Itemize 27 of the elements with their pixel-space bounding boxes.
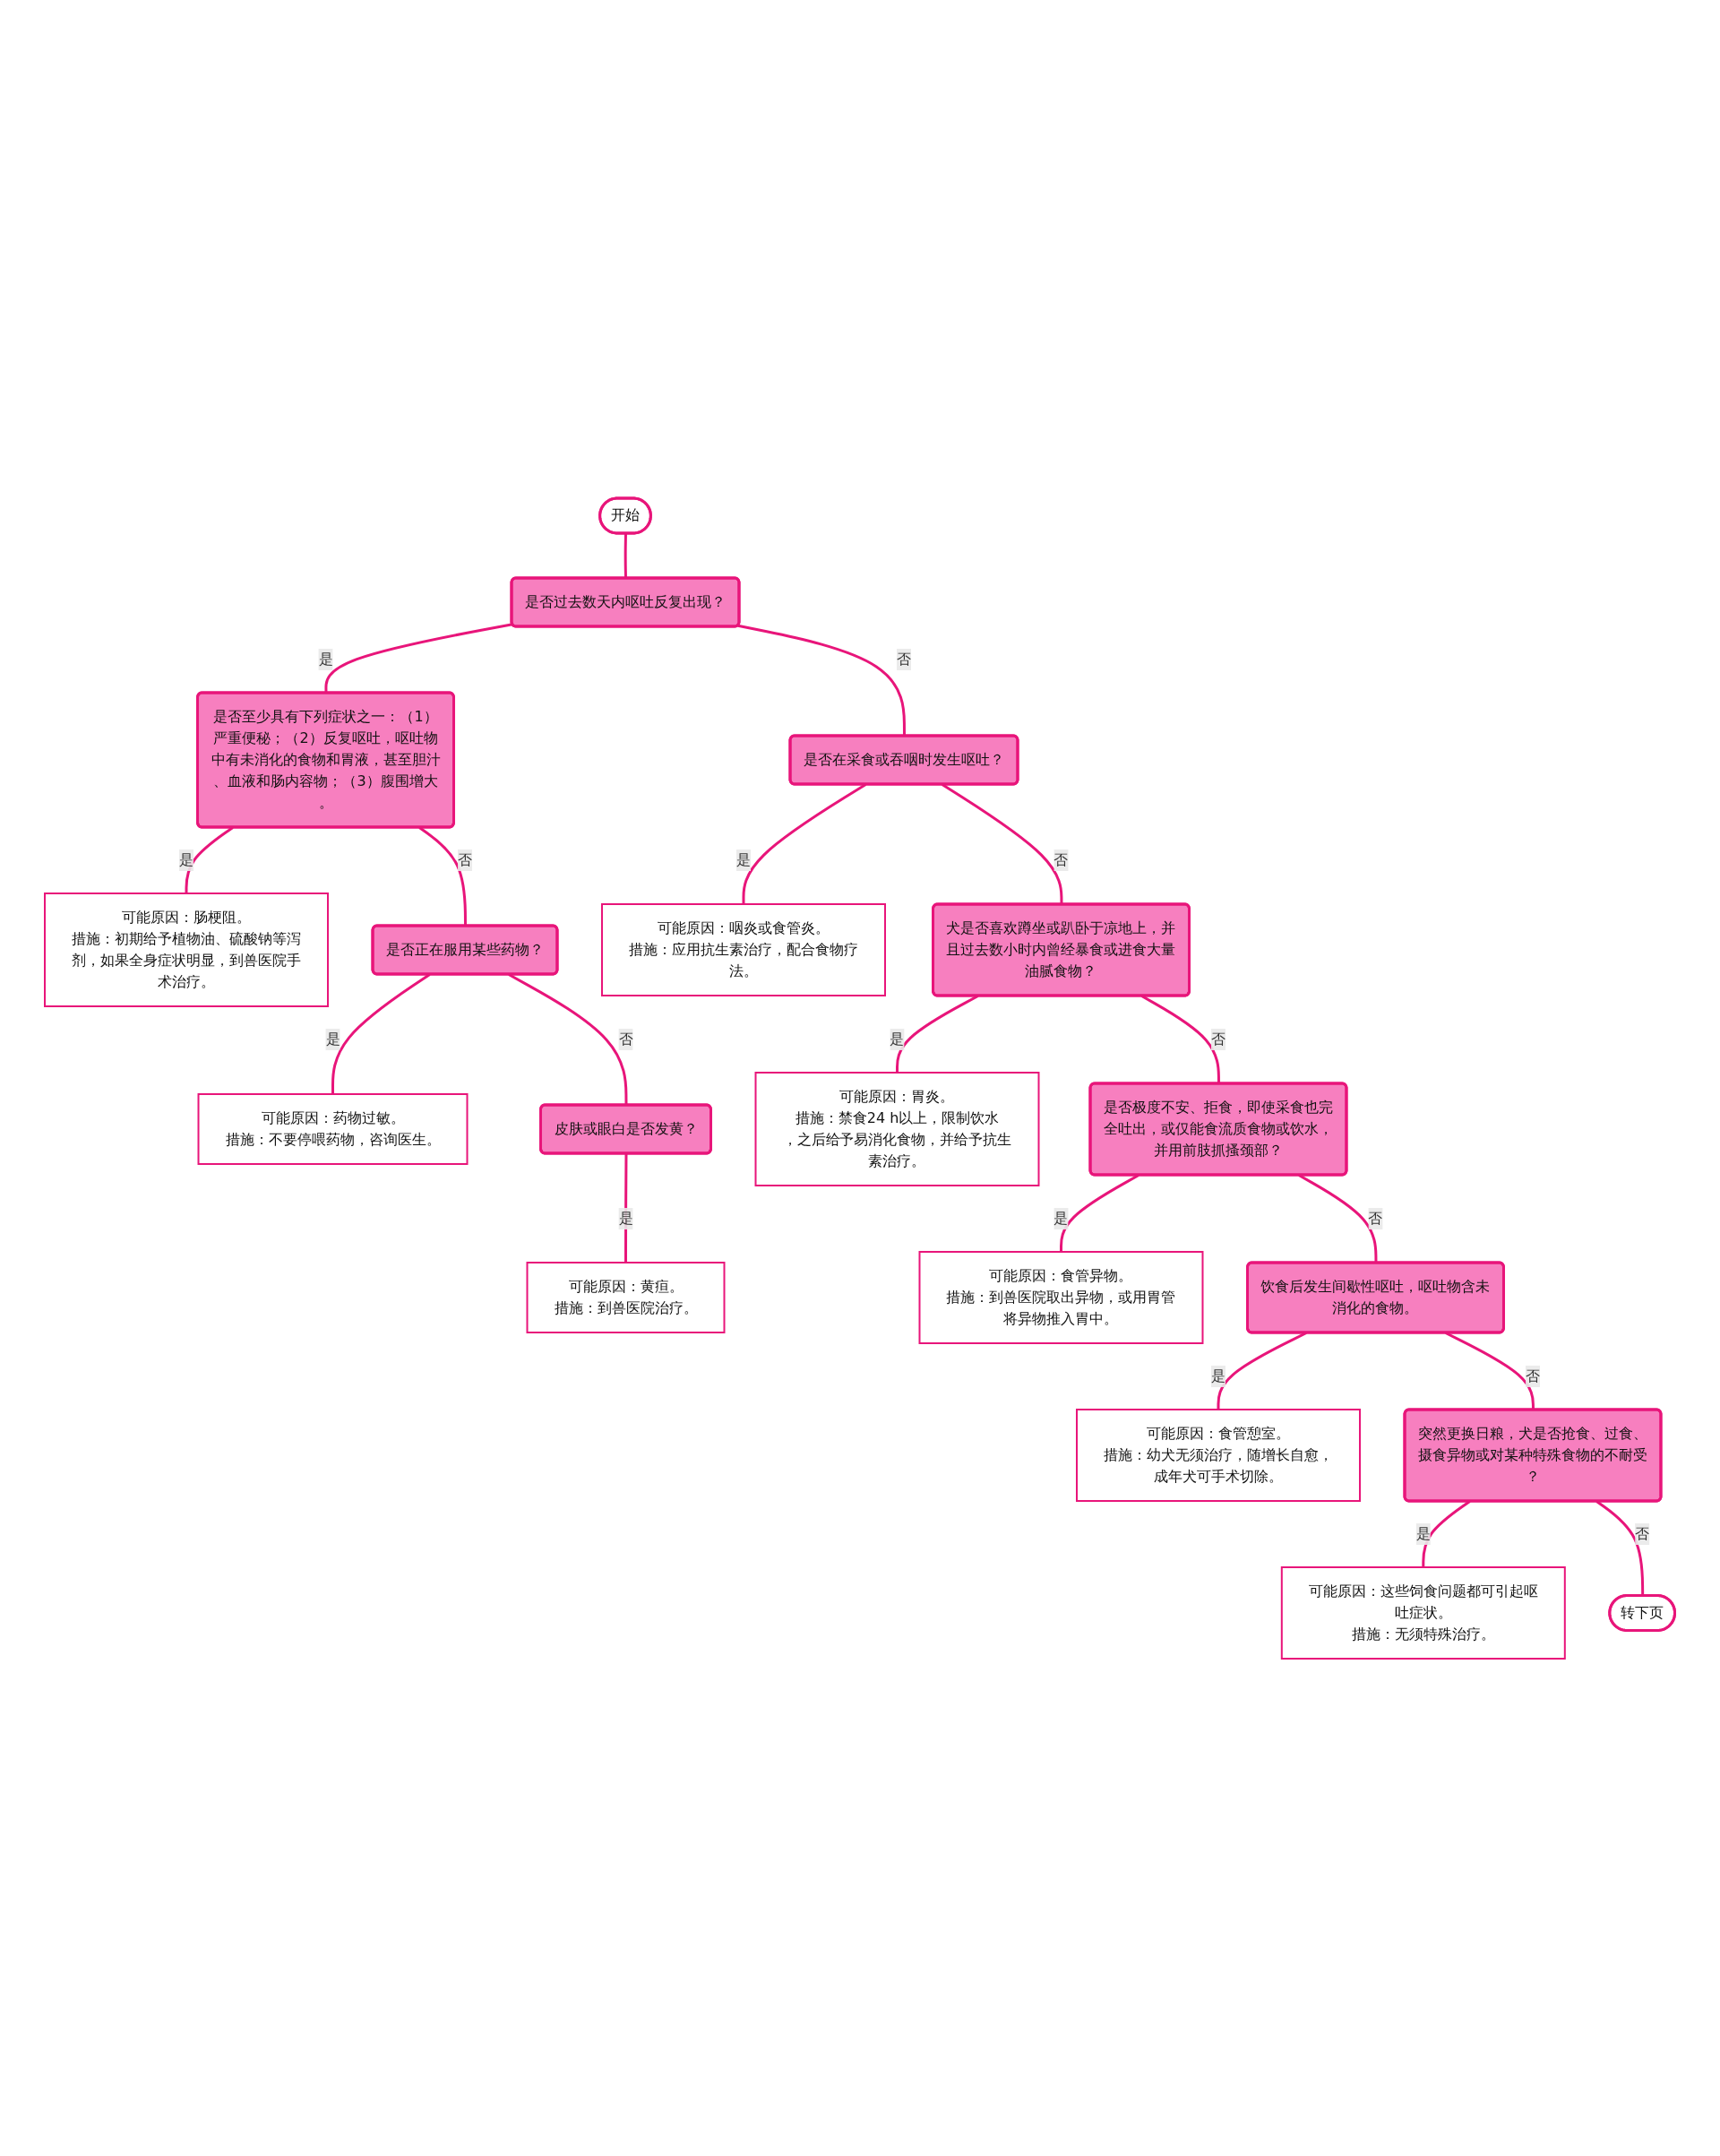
node-box: 可能原因：黄疸。 措施：到兽医院治疗。 bbox=[526, 1261, 726, 1333]
node-box: 可能原因：咽炎或食管炎。 措施：应用抗生素治疗，配合食物疗法。 bbox=[601, 902, 887, 996]
edge-label: 否 bbox=[1526, 1367, 1541, 1384]
edge-label: 是 bbox=[1054, 1209, 1069, 1227]
node-box: 可能原因：食管异物。 措施：到兽医院取出异物，或用胃管将异物推入胃中。 bbox=[918, 1250, 1204, 1344]
connector bbox=[624, 1152, 628, 1263]
node-box: 可能原因：药物过敏。 措施：不要停喂药物，咨询医生。 bbox=[197, 1092, 469, 1165]
node-box: 可能原因：胃炎。 措施：禁食24 h以上，限制饮水，之后给予易消化食物，并给予抗生素治疗。 bbox=[754, 1071, 1040, 1186]
node-box: 可能原因：这些饲食问题都可引起呕吐症状。 措施：无须特殊治疗。 bbox=[1281, 1565, 1567, 1660]
edge-label: 是 bbox=[1211, 1367, 1226, 1384]
edge-label: 是 bbox=[318, 650, 333, 668]
edge-label: 是 bbox=[1416, 1524, 1432, 1542]
edge-label: 否 bbox=[1054, 850, 1069, 868]
edge-label: 否 bbox=[1368, 1209, 1383, 1227]
edge-label: 是 bbox=[618, 1209, 633, 1227]
edge-label: 是 bbox=[325, 1030, 340, 1048]
node-box: 可能原因：肠梗阻。 措施：初期给予植物油、硫酸钠等泻剂，如果全身症状明显，到兽医院手术治疗。 bbox=[44, 892, 330, 1007]
edge-label: 否 bbox=[458, 850, 473, 868]
edge-label: 否 bbox=[1211, 1030, 1226, 1048]
edge-label: 是 bbox=[890, 1030, 905, 1048]
edge-label: 否 bbox=[897, 650, 912, 668]
edge-label: 否 bbox=[618, 1030, 633, 1048]
connector bbox=[737, 624, 907, 736]
edge-label: 否 bbox=[1635, 1524, 1650, 1542]
node-box: 可能原因：食管憩室。 措施：幼犬无须治疗，随增长自愈，成年犬可手术切除。 bbox=[1076, 1408, 1362, 1502]
edge-label: 是 bbox=[736, 850, 752, 868]
edge-label: 是 bbox=[179, 850, 194, 868]
